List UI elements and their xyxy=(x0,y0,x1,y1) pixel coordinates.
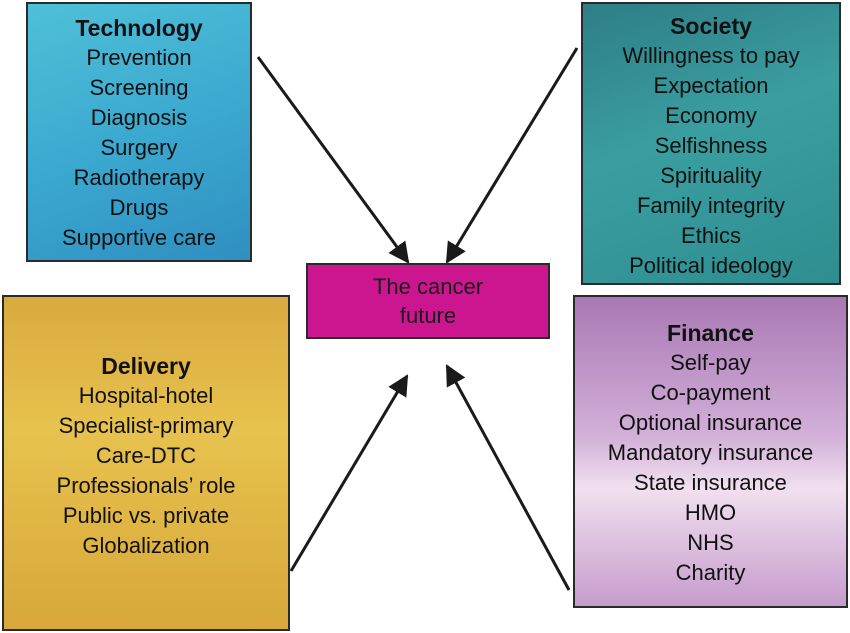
list-item: Screening xyxy=(89,75,189,100)
list-item: Hospital-hotel xyxy=(78,383,214,408)
society-list: Willingness to pay Expectation Economy S… xyxy=(622,41,799,281)
list-item: Expectation xyxy=(653,73,769,98)
list-item: Co-payment xyxy=(650,380,771,405)
list-item: Prevention xyxy=(86,45,192,70)
list-item: Family integrity xyxy=(637,193,785,218)
list-item: Diagnosis xyxy=(90,105,188,130)
delivery-title: Delivery xyxy=(101,353,191,379)
list-item: Mandatory insurance xyxy=(607,440,814,465)
list-item: Charity xyxy=(675,560,746,585)
list-item: Spirituality xyxy=(660,163,762,188)
list-item: Selfishness xyxy=(654,133,768,158)
list-item: Optional insurance xyxy=(618,410,803,435)
finance-list: Self-pay Co-payment Optional insurance M… xyxy=(608,348,813,588)
society-box: Society Willingness to pay Expectation E… xyxy=(581,2,841,285)
list-item: Self-pay xyxy=(670,350,751,375)
technology-list: Prevention Screening Diagnosis Surgery R… xyxy=(62,43,216,253)
list-item: Drugs xyxy=(109,195,169,220)
finance-box: Finance Self-pay Co-payment Optional ins… xyxy=(573,295,848,608)
list-item: Economy xyxy=(665,103,757,128)
technology-title: Technology xyxy=(75,15,203,41)
delivery-box: Delivery Hospital-hotel Specialist-prima… xyxy=(2,295,290,631)
list-item: Supportive care xyxy=(61,225,217,250)
list-item: Globalization xyxy=(82,533,210,558)
center-label: The cancer future xyxy=(372,274,484,328)
center-box: The cancer future xyxy=(306,263,550,339)
arrow-finance xyxy=(445,364,571,591)
list-item: HMO xyxy=(684,500,737,525)
technology-box: Technology Prevention Screening Diagnosi… xyxy=(26,2,252,262)
list-item: Surgery xyxy=(100,135,178,160)
list-item: Ethics xyxy=(681,223,741,248)
list-item: State insurance xyxy=(634,470,787,495)
arrow-society xyxy=(445,47,579,264)
list-item: Care-DTC xyxy=(95,443,197,468)
delivery-list: Hospital-hotel Specialist-primary Care-D… xyxy=(57,381,236,561)
arrow-technology xyxy=(256,56,410,264)
list-item: Willingness to pay xyxy=(622,43,800,68)
society-title: Society xyxy=(670,13,752,39)
list-item: Radiotherapy xyxy=(73,165,205,190)
list-item: Political ideology xyxy=(629,253,793,278)
finance-title: Finance xyxy=(667,320,754,346)
list-item: NHS xyxy=(687,530,734,555)
arrow-delivery xyxy=(289,374,409,572)
list-item: Professionals’ role xyxy=(56,473,236,498)
list-item: Public vs. private xyxy=(62,503,230,528)
list-item: Specialist-primary xyxy=(58,413,234,438)
